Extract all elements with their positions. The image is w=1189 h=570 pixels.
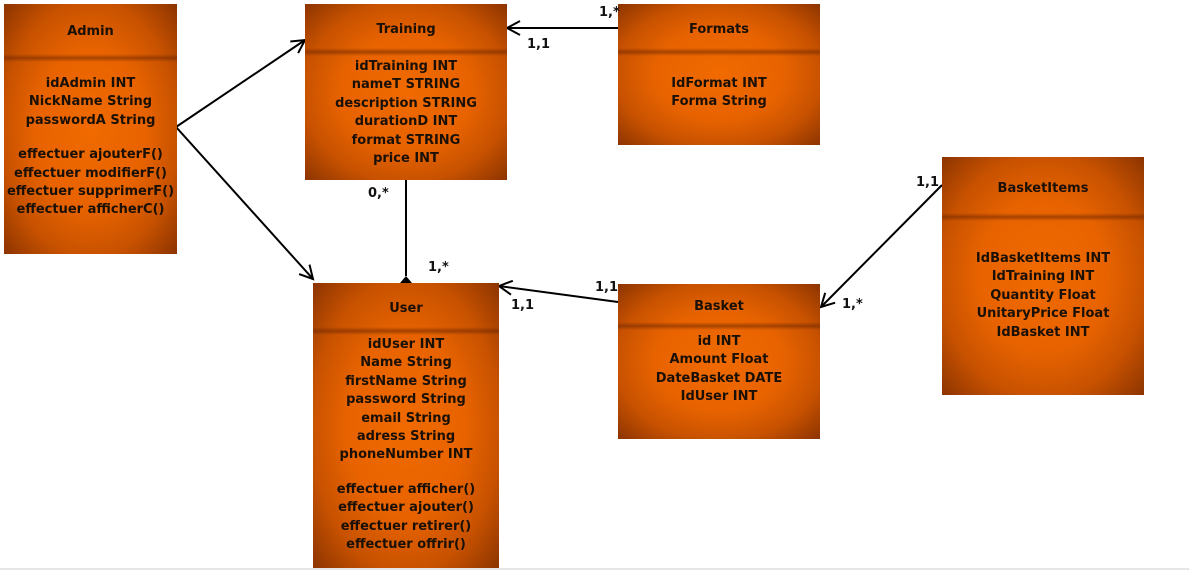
method: effectuer afficher()	[336, 481, 476, 497]
attribute: adress String	[356, 429, 456, 445]
class-basket-separator	[618, 322, 820, 330]
class-formats[interactable]: Formats IdFormat INT Forma String	[618, 4, 820, 145]
attribute: password String	[346, 392, 466, 408]
class-formats-title: Formats	[689, 21, 749, 37]
multiplicity-label: 1,1	[511, 298, 535, 313]
method: effectuer afficherC()	[16, 202, 165, 218]
class-basket-members: id INT Amount Float DateBasket DATE IdUs…	[618, 333, 820, 407]
attribute: Amount Float	[669, 352, 769, 368]
class-admin[interactable]: Admin idAdmin INT NickName String passwo…	[4, 4, 177, 254]
multiplicity-label: 1,1	[595, 280, 619, 295]
attribute: id INT	[697, 334, 741, 349]
multiplicity-label: 1,1	[527, 37, 551, 52]
class-training-members: idTraining INT nameT STRING description …	[305, 58, 507, 168]
attribute: NickName String	[28, 94, 153, 110]
attribute: idAdmin INT	[45, 76, 136, 91]
class-training[interactable]: Training idTraining INT nameT STRING des…	[305, 4, 507, 180]
admin-training-arrow	[175, 40, 305, 128]
attribute: Quantity Float	[990, 287, 1096, 303]
class-formats-separator	[618, 48, 820, 56]
attribute: phoneNumber INT	[339, 447, 473, 463]
class-user-members: idUser INT Name String firstName String …	[313, 336, 499, 554]
attribute: Forma String	[671, 94, 767, 110]
attribute: nameT STRING	[351, 77, 461, 93]
attribute: IdFormat INT	[671, 76, 767, 91]
class-formats-members: IdFormat INT Forma String	[618, 75, 820, 112]
class-basketitems-separator	[942, 213, 1144, 221]
bottom-divider	[0, 568, 1189, 570]
attribute: price INT	[373, 151, 439, 167]
attribute: DateBasket DATE	[655, 370, 783, 386]
attribute: description STRING	[335, 95, 477, 111]
attribute: IdBasket INT	[996, 324, 1090, 340]
multiplicity-label: 1,*	[842, 297, 863, 312]
method: effectuer ajouterF()	[18, 147, 163, 163]
attribute: format STRING	[351, 132, 461, 148]
method: effectuer supprimerF()	[6, 184, 175, 200]
attribute: IdTraining INT	[991, 269, 1095, 285]
attribute: UnitaryPrice Float	[976, 306, 1110, 322]
class-user[interactable]: User idUser INT Name String firstName St…	[313, 283, 499, 568]
method: effectuer retirer()	[340, 518, 472, 534]
attribute: passwordA String	[25, 112, 156, 128]
attribute: IdBasketItems INT	[975, 251, 1111, 266]
method: effectuer ajouter()	[338, 500, 474, 516]
class-basketitems[interactable]: BasketItems IdBasketItems INT IdTraining…	[942, 157, 1144, 395]
attribute: durationD INT	[354, 114, 458, 130]
class-basketitems-title: BasketItems	[997, 180, 1089, 196]
method: effectuer offrir()	[346, 537, 466, 553]
multiplicity-label: 1,*	[599, 5, 620, 20]
attribute: Name String	[360, 355, 452, 371]
class-admin-separator	[4, 54, 177, 62]
attribute: email String	[361, 410, 451, 426]
class-training-title: Training	[376, 21, 436, 37]
attribute: idTraining INT	[354, 59, 458, 74]
attribute: IdUser INT	[680, 389, 758, 405]
basketitems-basket-arrow	[821, 184, 943, 307]
class-user-separator	[313, 327, 499, 335]
class-basket-title: Basket	[694, 298, 744, 314]
multiplicity-label: 0,*	[368, 186, 389, 201]
class-admin-members: idAdmin INT NickName String passwordA St…	[4, 75, 177, 220]
basket-user-arrow	[499, 286, 619, 303]
admin-user-arrow	[175, 126, 313, 279]
attribute: firstName String	[345, 373, 467, 389]
attribute: idUser INT	[367, 337, 445, 352]
class-basket[interactable]: Basket id INT Amount Float DateBasket DA…	[618, 284, 820, 439]
class-training-separator	[305, 48, 507, 56]
class-basketitems-members: IdBasketItems INT IdTraining INT Quantit…	[942, 250, 1144, 342]
class-user-title: User	[389, 300, 423, 316]
multiplicity-label: 1,1	[916, 175, 940, 190]
multiplicity-label: 1,*	[428, 260, 449, 275]
class-admin-title: Admin	[67, 24, 114, 39]
method: effectuer modifierF()	[14, 165, 167, 181]
